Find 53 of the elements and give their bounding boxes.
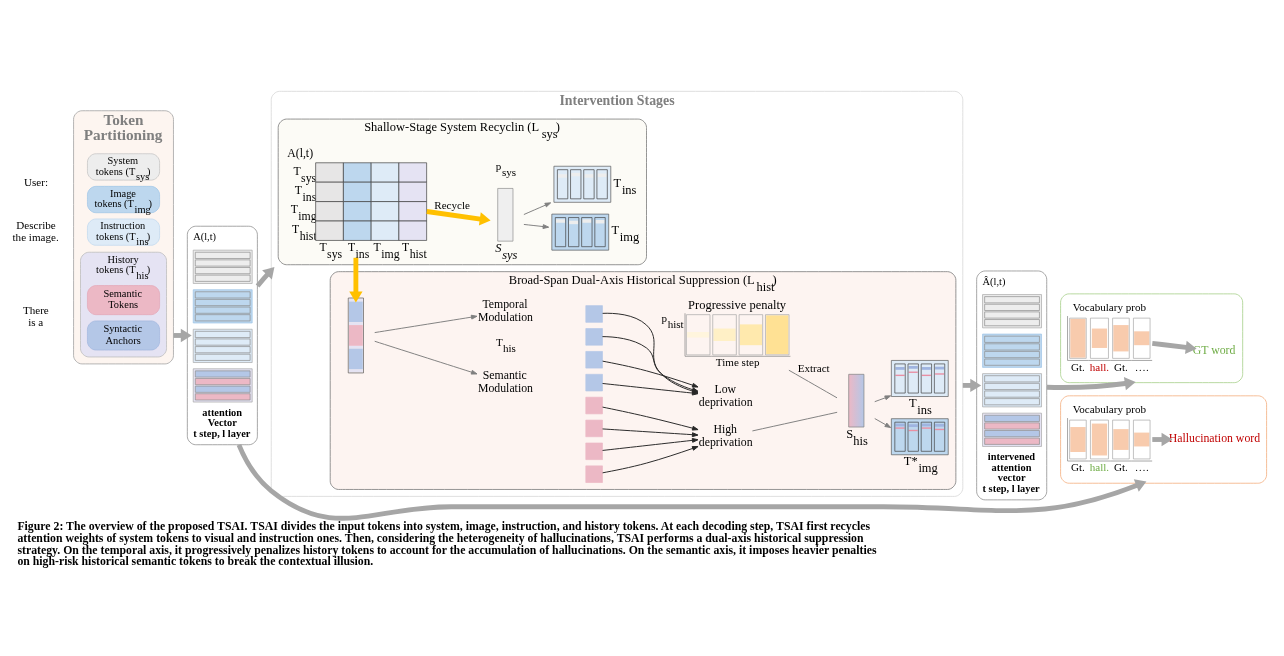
node-label: …. — [1134, 360, 1149, 373]
node-label: Gt. — [1114, 360, 1128, 373]
label: There is a — [22, 303, 49, 328]
caption: Figure 2: The overview of the proposed TSAI. TSAI divides the input tokens into system, image, instruction, and history tokens. At each decoding step, TSAI first recycles attention weights of system tokens to visual and instruction ones. Then, considering the heterogeneity of hallucinations, TSAI performs a dual-axis historical suppression strategy. On the temporal axis, it progressively penalizes history tokens to account for the accumulation of hallucinations. On the semantic axis, it imposes heavier penalties on high-risk historical semantic tokens to break the contextual illusion. — [17, 518, 877, 568]
edge-label: Recycle — [434, 198, 470, 211]
node-box: Semantic Tokens — [87, 284, 160, 315]
node-text: Semantic Modulation — [477, 367, 533, 395]
arrow — [374, 314, 478, 333]
arrow — [1152, 340, 1197, 354]
arrow — [602, 406, 699, 431]
arrow — [874, 417, 892, 428]
node-text: Low deprivation — [698, 381, 753, 409]
node-text: High deprivation — [698, 421, 753, 449]
arrow — [426, 208, 491, 226]
node-box — [585, 327, 603, 346]
node-box — [585, 419, 603, 437]
node-label: Gt. — [1071, 460, 1085, 473]
node-label: Time step — [715, 355, 760, 368]
node-box — [585, 373, 603, 391]
cluster — [1060, 394, 1268, 484]
edge-label: Extract — [797, 361, 830, 374]
node-box — [585, 396, 603, 414]
node-box — [585, 304, 603, 323]
node-box: Syntactic Anchors — [87, 320, 160, 350]
node-text: Hallucination word — [1168, 430, 1261, 445]
arrow — [602, 445, 699, 473]
node-text: Temporal Modulation — [477, 296, 533, 324]
node-box — [585, 442, 603, 460]
connector — [751, 411, 838, 431]
arrow — [1046, 376, 1136, 390]
label: User: — [23, 175, 48, 188]
node-label: Vocabulary prob — [1072, 300, 1147, 313]
arrow — [523, 223, 550, 229]
node-label: Gt. — [1071, 360, 1085, 373]
node-label: Progressive penalty — [688, 297, 787, 312]
arrow — [236, 443, 1147, 521]
node-label: Vocabulary prob — [1072, 402, 1147, 415]
cluster — [1060, 292, 1244, 383]
arrow — [374, 340, 478, 375]
arrow — [874, 394, 892, 402]
node-box — [585, 465, 603, 483]
arrow — [602, 360, 699, 388]
node-box — [585, 350, 603, 368]
arrow — [602, 427, 699, 437]
node-label: hall. — [1089, 360, 1110, 373]
node-label: A(l,t) — [287, 145, 314, 160]
connector — [788, 369, 838, 398]
arrow — [602, 437, 699, 451]
node-label: hall. — [1089, 460, 1110, 473]
label: Describe the image. — [12, 218, 59, 243]
arrow — [523, 201, 552, 215]
node-label: …. — [1134, 460, 1149, 473]
node-label: Gt. — [1114, 460, 1128, 473]
